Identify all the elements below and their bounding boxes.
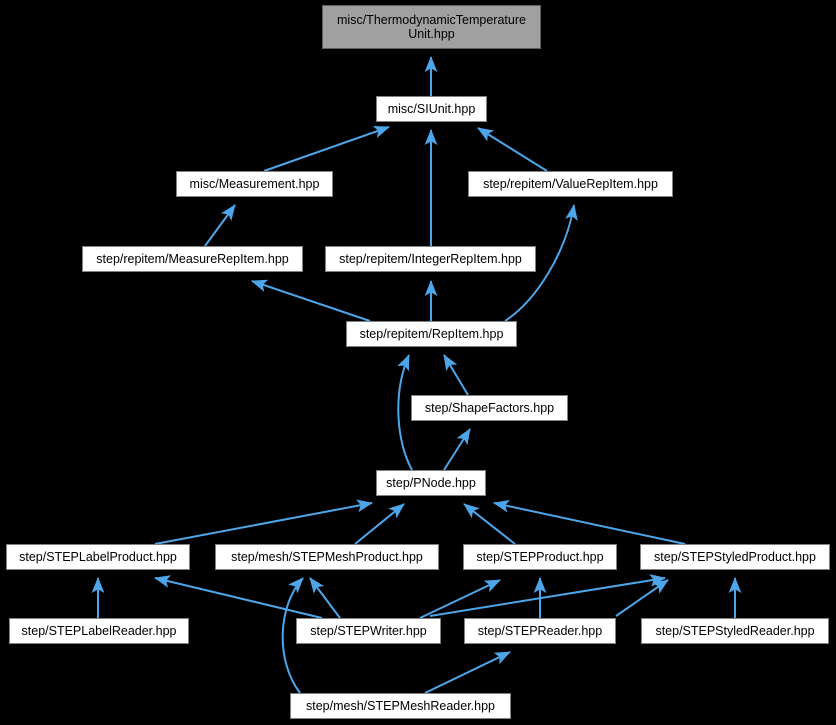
edge-labelproduct-pnode [154,499,373,545]
node-shapefactors[interactable]: step/ShapeFactors.hpp [411,395,568,421]
node-stepwriter[interactable]: step/STEPWriter.hpp [296,618,441,644]
node-label-styledproduct: step/STEPStyledProduct.hpp [654,550,816,564]
node-label-meshproduct: step/mesh/STEPMeshProduct.hpp [231,550,423,564]
node-label-measurerep: step/repitem/MeasureRepItem.hpp [96,252,289,266]
node-meshreader[interactable]: step/mesh/STEPMeshReader.hpp [290,693,511,719]
node-styledproduct[interactable]: step/STEPStyledProduct.hpp [640,544,830,570]
node-labelreader[interactable]: step/STEPLabelReader.hpp [9,618,189,644]
edge-shapefactors-repitem [443,354,469,396]
node-label-measurement: misc/Measurement.hpp [189,177,320,191]
edge-stepwriter-meshproduct [309,577,341,619]
node-label-thermo: misc/ThermodynamicTemperature Unit.hpp [337,13,526,41]
node-label-styledreader: step/STEPStyledReader.hpp [655,624,815,638]
node-label-stepproduct: step/STEPProduct.hpp [476,550,604,564]
edge-stepwriter-labelproduct [154,575,323,619]
node-stepproduct[interactable]: step/STEPProduct.hpp [463,544,617,570]
edge-repitem-measurerep [251,279,371,322]
edge-styledproduct-pnode [493,499,686,545]
node-stepreader[interactable]: step/STEPReader.hpp [464,618,616,644]
node-pnode[interactable]: step/PNode.hpp [376,470,486,496]
node-label-pnode: step/PNode.hpp [386,476,476,490]
edges-group [91,56,742,694]
node-thermo[interactable]: misc/ThermodynamicTemperature Unit.hpp [322,5,541,49]
node-label-stepwriter: step/STEPWriter.hpp [310,624,427,638]
node-measurement[interactable]: misc/Measurement.hpp [176,171,333,197]
edge-repitem-valuerepitem [504,204,578,322]
edge-meshproduct-pnode [354,503,405,545]
node-label-labelreader: step/STEPLabelReader.hpp [21,624,177,638]
node-styledreader[interactable]: step/STEPStyledReader.hpp [641,618,829,644]
node-measurerep[interactable]: step/repitem/MeasureRepItem.hpp [82,246,303,272]
edge-stepwriter-styledproduct [429,574,666,617]
edge-pnode-shapefactors [443,428,471,471]
node-label-shapefactors: step/ShapeFactors.hpp [424,401,555,415]
edge-stepreader-styledproduct [615,579,669,617]
edge-stepproduct-pnode [463,503,516,545]
node-valuerepitem[interactable]: step/repitem/ValueRepItem.hpp [468,171,673,197]
node-siunit[interactable]: misc/SIUnit.hpp [376,96,487,122]
edge-meshreader-stepreader [424,651,511,694]
node-label-siunit: misc/SIUnit.hpp [387,102,476,116]
node-label-stepreader: step/STEPReader.hpp [477,624,603,638]
node-labelproduct[interactable]: step/STEPLabelProduct.hpp [6,544,190,570]
edge-measurement-siunit [263,125,390,172]
edge-stepwriter-stepproduct [419,579,501,619]
edge-measurerep-measurement [204,204,236,247]
edge-valuerepitem-siunit [477,127,548,172]
node-label-labelproduct: step/STEPLabelProduct.hpp [19,550,177,564]
node-integerrep[interactable]: step/repitem/IntegerRepItem.hpp [325,246,536,272]
node-meshproduct[interactable]: step/mesh/STEPMeshProduct.hpp [215,544,439,570]
node-label-repitem: step/repitem/RepItem.hpp [359,327,504,341]
edge-pnode-repitem [397,354,413,471]
node-label-integerrep: step/repitem/IntegerRepItem.hpp [339,252,522,266]
node-label-meshreader: step/mesh/STEPMeshReader.hpp [306,699,495,713]
edge-meshreader-meshproduct [281,577,304,694]
node-label-valuerepitem: step/repitem/ValueRepItem.hpp [483,177,658,191]
node-repitem[interactable]: step/repitem/RepItem.hpp [346,321,517,347]
